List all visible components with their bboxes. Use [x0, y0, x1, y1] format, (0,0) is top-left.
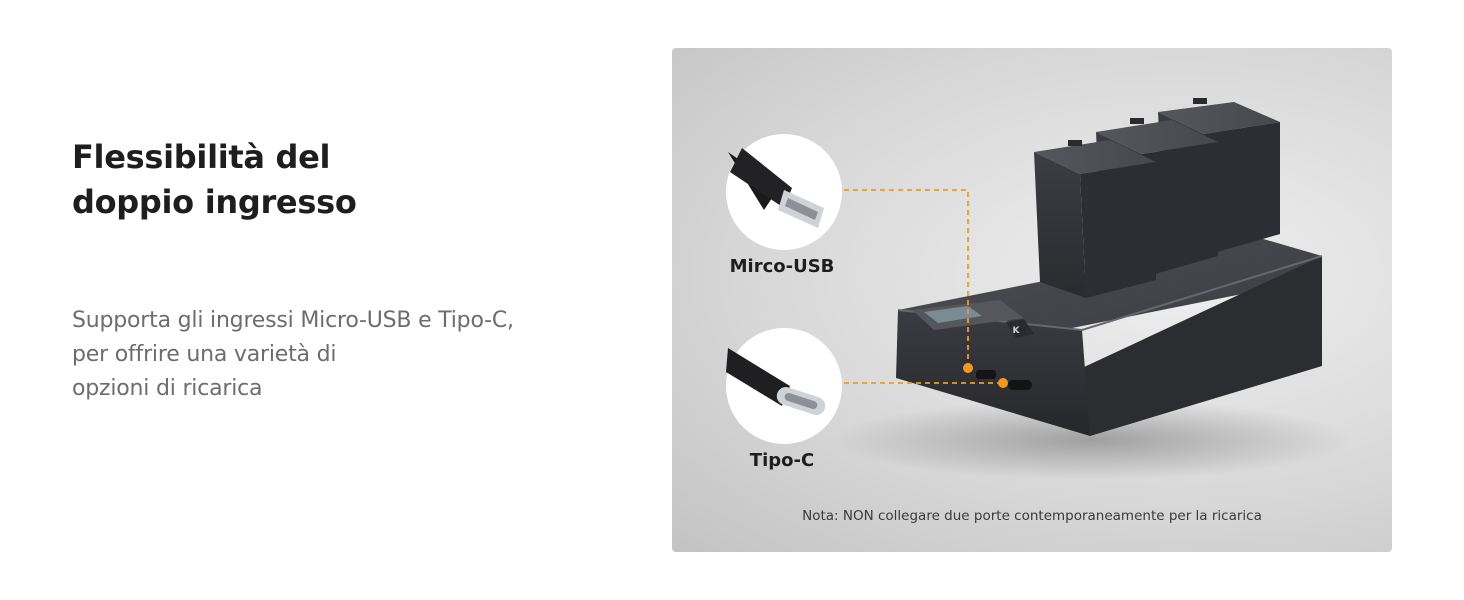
- micro-usb-port: [976, 370, 996, 379]
- micro-usb-label: Mirco-USB: [729, 256, 835, 277]
- description-line-1: Supporta gli ingressi Micro-USB e Tipo-C…: [72, 308, 514, 333]
- charging-note: Nota: NON collegare due porte contempora…: [802, 508, 1262, 524]
- description-line-3: opzioni di ricarica: [72, 376, 263, 401]
- feature-headline: Flessibilità del doppio ingresso: [72, 135, 592, 225]
- charger-base-side: [1082, 256, 1322, 436]
- headline-line-1: Flessibilità del: [72, 138, 331, 176]
- type-c-cable-icon: [726, 348, 826, 415]
- brand-logo-icon: [1006, 319, 1034, 338]
- description-line-2: per offrire una varietà di: [72, 342, 337, 367]
- charger-product-photo: K: [672, 48, 1392, 552]
- type-c-marker-dot: [998, 378, 1008, 388]
- headline-line-2: doppio ingresso: [72, 183, 357, 221]
- feature-description: Supporta gli ingressi Micro-USB e Tipo-C…: [72, 304, 632, 406]
- type-c-port: [1008, 380, 1032, 390]
- micro-usb-cable-icon: [728, 148, 824, 228]
- micro-usb-marker-dot: [963, 363, 973, 373]
- svg-text:K: K: [1013, 326, 1021, 336]
- charger-shadow: [832, 400, 1352, 480]
- battery-1: [1034, 140, 1156, 298]
- charger-illustration: K: [726, 98, 1352, 480]
- type-c-label: Tipo-C: [749, 450, 815, 471]
